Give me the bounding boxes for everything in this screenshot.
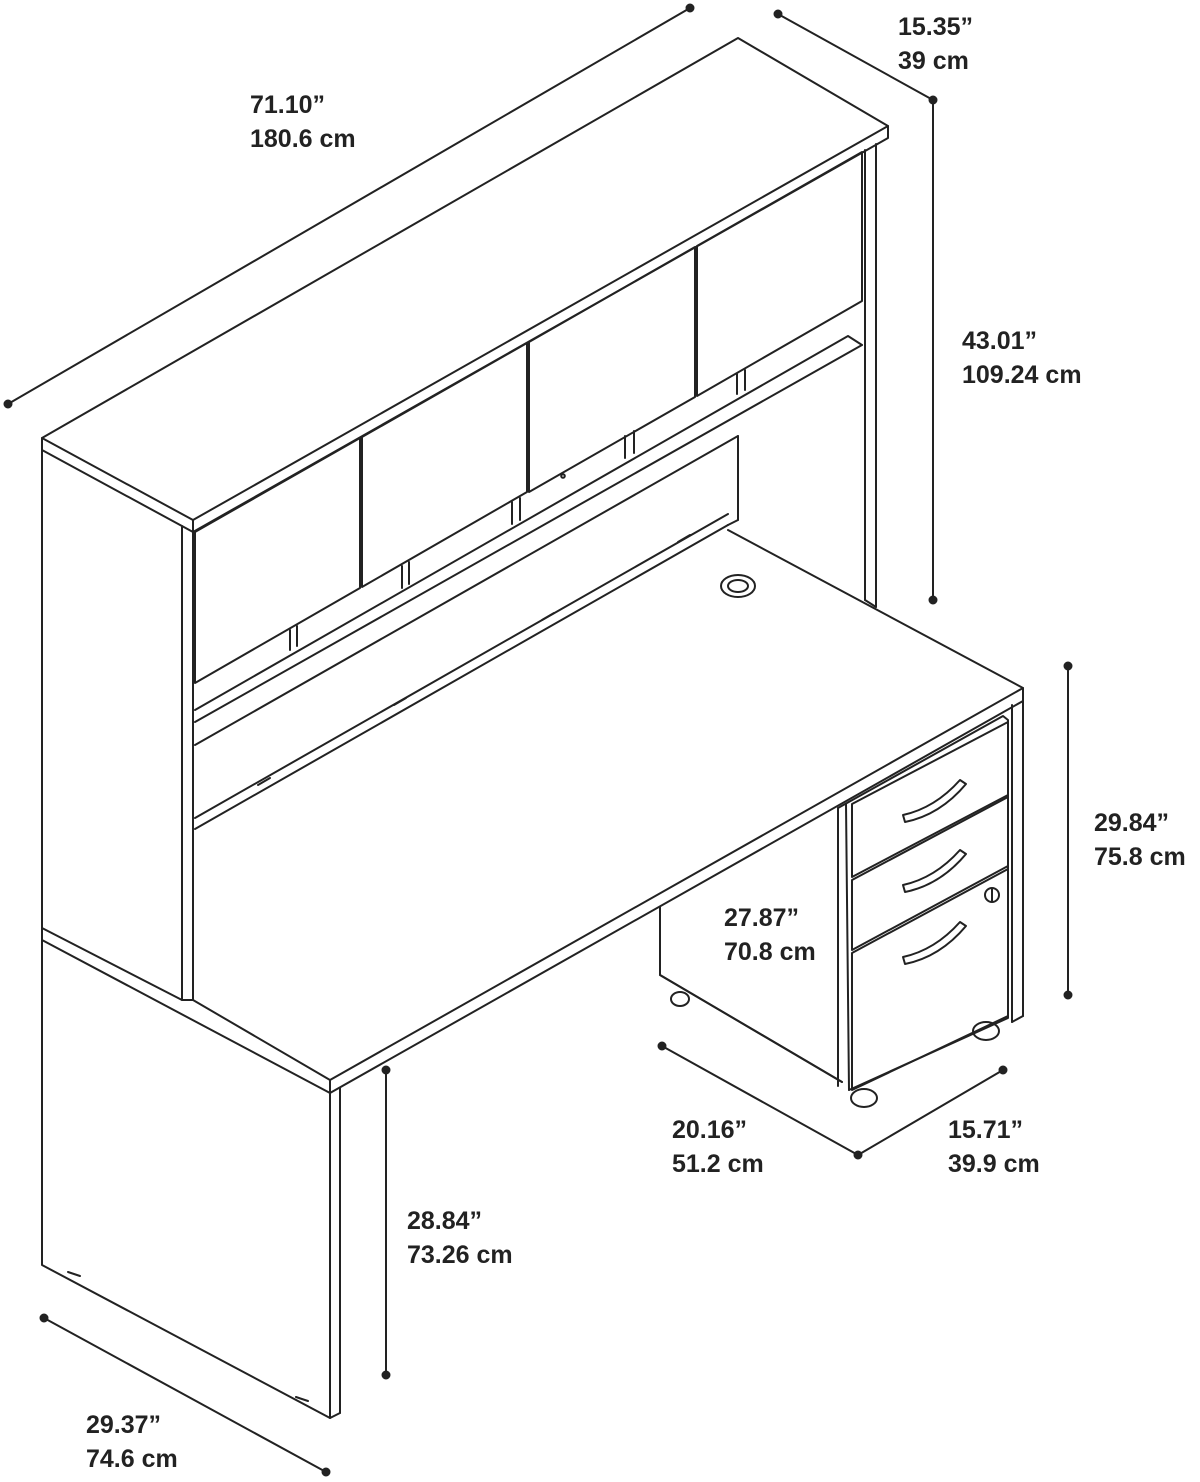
label-knee-clearance: 28.84” 73.26 cm (407, 1204, 513, 1272)
desk-left-panel (41, 939, 341, 1419)
label-desk-depth-cm: 74.6 cm (86, 1445, 178, 1473)
grommet (720, 574, 756, 598)
label-desk-height-cm: 75.8 cm (1094, 843, 1186, 871)
label-desk-depth-inches: 29.37” (86, 1411, 162, 1439)
label-hutch-width-cm: 180.6 cm (250, 125, 356, 153)
label-hutch-width-inches: 71.10” (250, 91, 326, 119)
label-hutch-depth: 15.35” 39 cm (898, 10, 973, 78)
label-hutch-depth-cm: 39 cm (898, 47, 969, 75)
task-light-strip (194, 513, 729, 830)
label-pedestal-depth-inches: 20.16” (672, 1116, 748, 1144)
label-desk-depth: 29.37” 74.6 cm (86, 1408, 178, 1476)
label-pedestal-height: 27.87” 70.8 cm (724, 901, 816, 969)
label-pedestal-depth: 20.16” 51.2 cm (672, 1113, 764, 1181)
label-hutch-height-cm: 109.24 cm (962, 361, 1082, 389)
hutch-back-panel (727, 435, 739, 526)
label-pedestal-width-inches: 15.71” (948, 1116, 1024, 1144)
label-pedestal-height-cm: 70.8 cm (724, 938, 816, 966)
dimension-line-hutch-depth (773, 9, 938, 105)
label-knee-clearance-cm: 73.26 cm (407, 1241, 513, 1269)
desk-surface (41, 529, 1024, 1094)
label-hutch-width: 71.10” 180.6 cm (250, 88, 356, 156)
dimension-line-hutch-height (928, 99, 938, 605)
label-pedestal-height-inches: 27.87” (724, 904, 800, 932)
label-knee-clearance-inches: 28.84” (407, 1207, 483, 1235)
hutch-top-panel (41, 37, 889, 533)
label-hutch-height-inches: 43.01” (962, 327, 1038, 355)
label-desk-height-inches: 29.84” (1094, 809, 1170, 837)
label-hutch-height: 43.01” 109.24 cm (962, 324, 1082, 392)
label-pedestal-width-cm: 39.9 cm (948, 1150, 1040, 1178)
label-pedestal-depth-cm: 51.2 cm (672, 1150, 764, 1178)
label-hutch-depth-inches: 15.35” (898, 13, 974, 41)
hutch-door-4 (696, 151, 863, 397)
dimension-line-hutch-width (3, 3, 695, 409)
dimension-line-desk-depth (39, 1313, 331, 1477)
desk-right-support (659, 700, 1024, 1083)
label-desk-height: 29.84” 75.8 cm (1094, 806, 1186, 874)
hutch-door-2 (361, 342, 528, 589)
dimension-line-knee-clearance (381, 1065, 391, 1380)
dimension-line-pedestal-width (857, 1065, 1008, 1156)
dimension-line-desk-height (1063, 661, 1073, 1000)
hutch-left-side-panel (41, 449, 194, 1001)
hutch-door-3 (528, 246, 696, 493)
label-pedestal-width: 15.71” 39.9 cm (948, 1113, 1040, 1181)
hutch-shelf (194, 335, 863, 746)
hutch-door-1 (194, 437, 361, 684)
mobile-pedestal (659, 715, 1009, 1108)
hutch-right-side-panel (864, 143, 877, 608)
